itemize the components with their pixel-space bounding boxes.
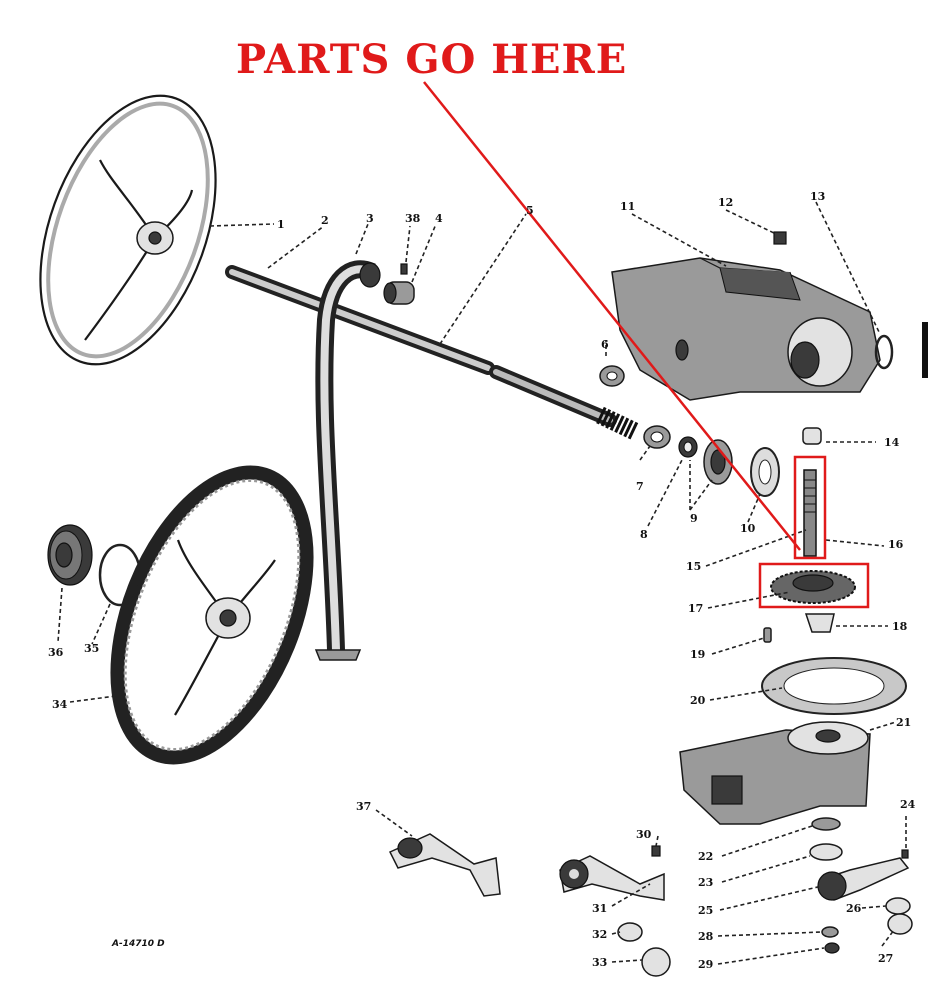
callout: 23 (698, 876, 713, 889)
nut-30 (651, 845, 661, 857)
callout: 7 (636, 480, 644, 493)
callout: 37 (356, 800, 371, 813)
callout: 24 (900, 798, 916, 811)
callout-labels: 1 2 3 38 4 5 6 7 8 9 10 11 12 13 14 15 1… (48, 190, 916, 971)
plate-33 (641, 947, 671, 977)
margin-bar (922, 322, 928, 378)
callout: 6 (601, 338, 609, 351)
callout: 19 (690, 648, 705, 661)
callout: 32 (592, 928, 607, 941)
callout: 36 (48, 646, 64, 659)
gasket-20 (761, 657, 907, 715)
housing-cover-21 (679, 721, 871, 825)
plate-32 (617, 922, 643, 942)
gear-housing (611, 257, 881, 401)
leader-lines (57, 201, 907, 965)
steering-shaft (225, 265, 640, 441)
washer-23 (809, 843, 843, 861)
washer-8 (678, 436, 698, 458)
callout: 33 (592, 956, 607, 969)
arm-25 (817, 857, 910, 901)
sector-gear-17 (770, 570, 856, 604)
dowel-19 (763, 627, 772, 643)
gasket-10 (750, 447, 780, 497)
callout: 14 (884, 436, 900, 449)
bushing (383, 281, 415, 305)
callout: 29 (698, 958, 713, 971)
grease-fitting (400, 263, 408, 275)
callout: 12 (718, 196, 733, 209)
callout: 2 (321, 214, 329, 227)
callout: 27 (878, 952, 893, 965)
callout: 5 (526, 204, 534, 217)
callout: 10 (740, 522, 756, 535)
callout: 34 (52, 698, 68, 711)
annotation-title: PARTS GO HERE (236, 36, 628, 83)
fitting-24 (901, 849, 909, 859)
callout: 28 (698, 930, 714, 943)
callout: 26 (846, 902, 862, 915)
bushing-18 (804, 613, 835, 633)
arm-37 (388, 833, 501, 897)
annotation-overlay (423, 81, 870, 609)
callout: 38 (405, 212, 421, 225)
arm-31 (559, 855, 665, 901)
callout: 3 (366, 212, 374, 225)
callout: 8 (640, 528, 648, 541)
column-support (314, 260, 381, 661)
callout: 13 (810, 190, 825, 203)
drawing-code: A-14710 D (111, 939, 165, 949)
callout: 4 (435, 212, 443, 225)
snap-ring (98, 543, 142, 607)
callout: 21 (896, 716, 911, 729)
worm-shaft-16 (803, 469, 817, 557)
callout: 30 (636, 828, 652, 841)
callout: 31 (592, 902, 607, 915)
callout: 9 (690, 512, 698, 525)
steering-wheel-upper (39, 94, 217, 366)
callout: 17 (688, 602, 703, 615)
callout: 15 (686, 560, 701, 573)
callout: 22 (698, 850, 713, 863)
plate-26 (885, 897, 911, 915)
callout: 1 (277, 218, 285, 231)
washer-28 (821, 926, 839, 938)
callout: 20 (690, 694, 706, 707)
steering-wheel-lower (110, 465, 314, 765)
plate-27 (887, 913, 913, 935)
callout: 35 (84, 642, 99, 655)
callout: 11 (620, 200, 635, 213)
washer-22 (811, 817, 841, 831)
washer-7 (643, 425, 671, 449)
callout: 18 (892, 620, 908, 633)
bearing-cap-9 (703, 439, 733, 485)
plug-12 (773, 231, 787, 245)
o-ring-13 (874, 334, 894, 370)
washer-6 (599, 365, 625, 387)
nut-29 (824, 942, 840, 954)
horn-cap (47, 524, 93, 586)
callout: 16 (888, 538, 904, 551)
callout: 25 (698, 904, 713, 917)
bushing-14 (802, 427, 822, 445)
